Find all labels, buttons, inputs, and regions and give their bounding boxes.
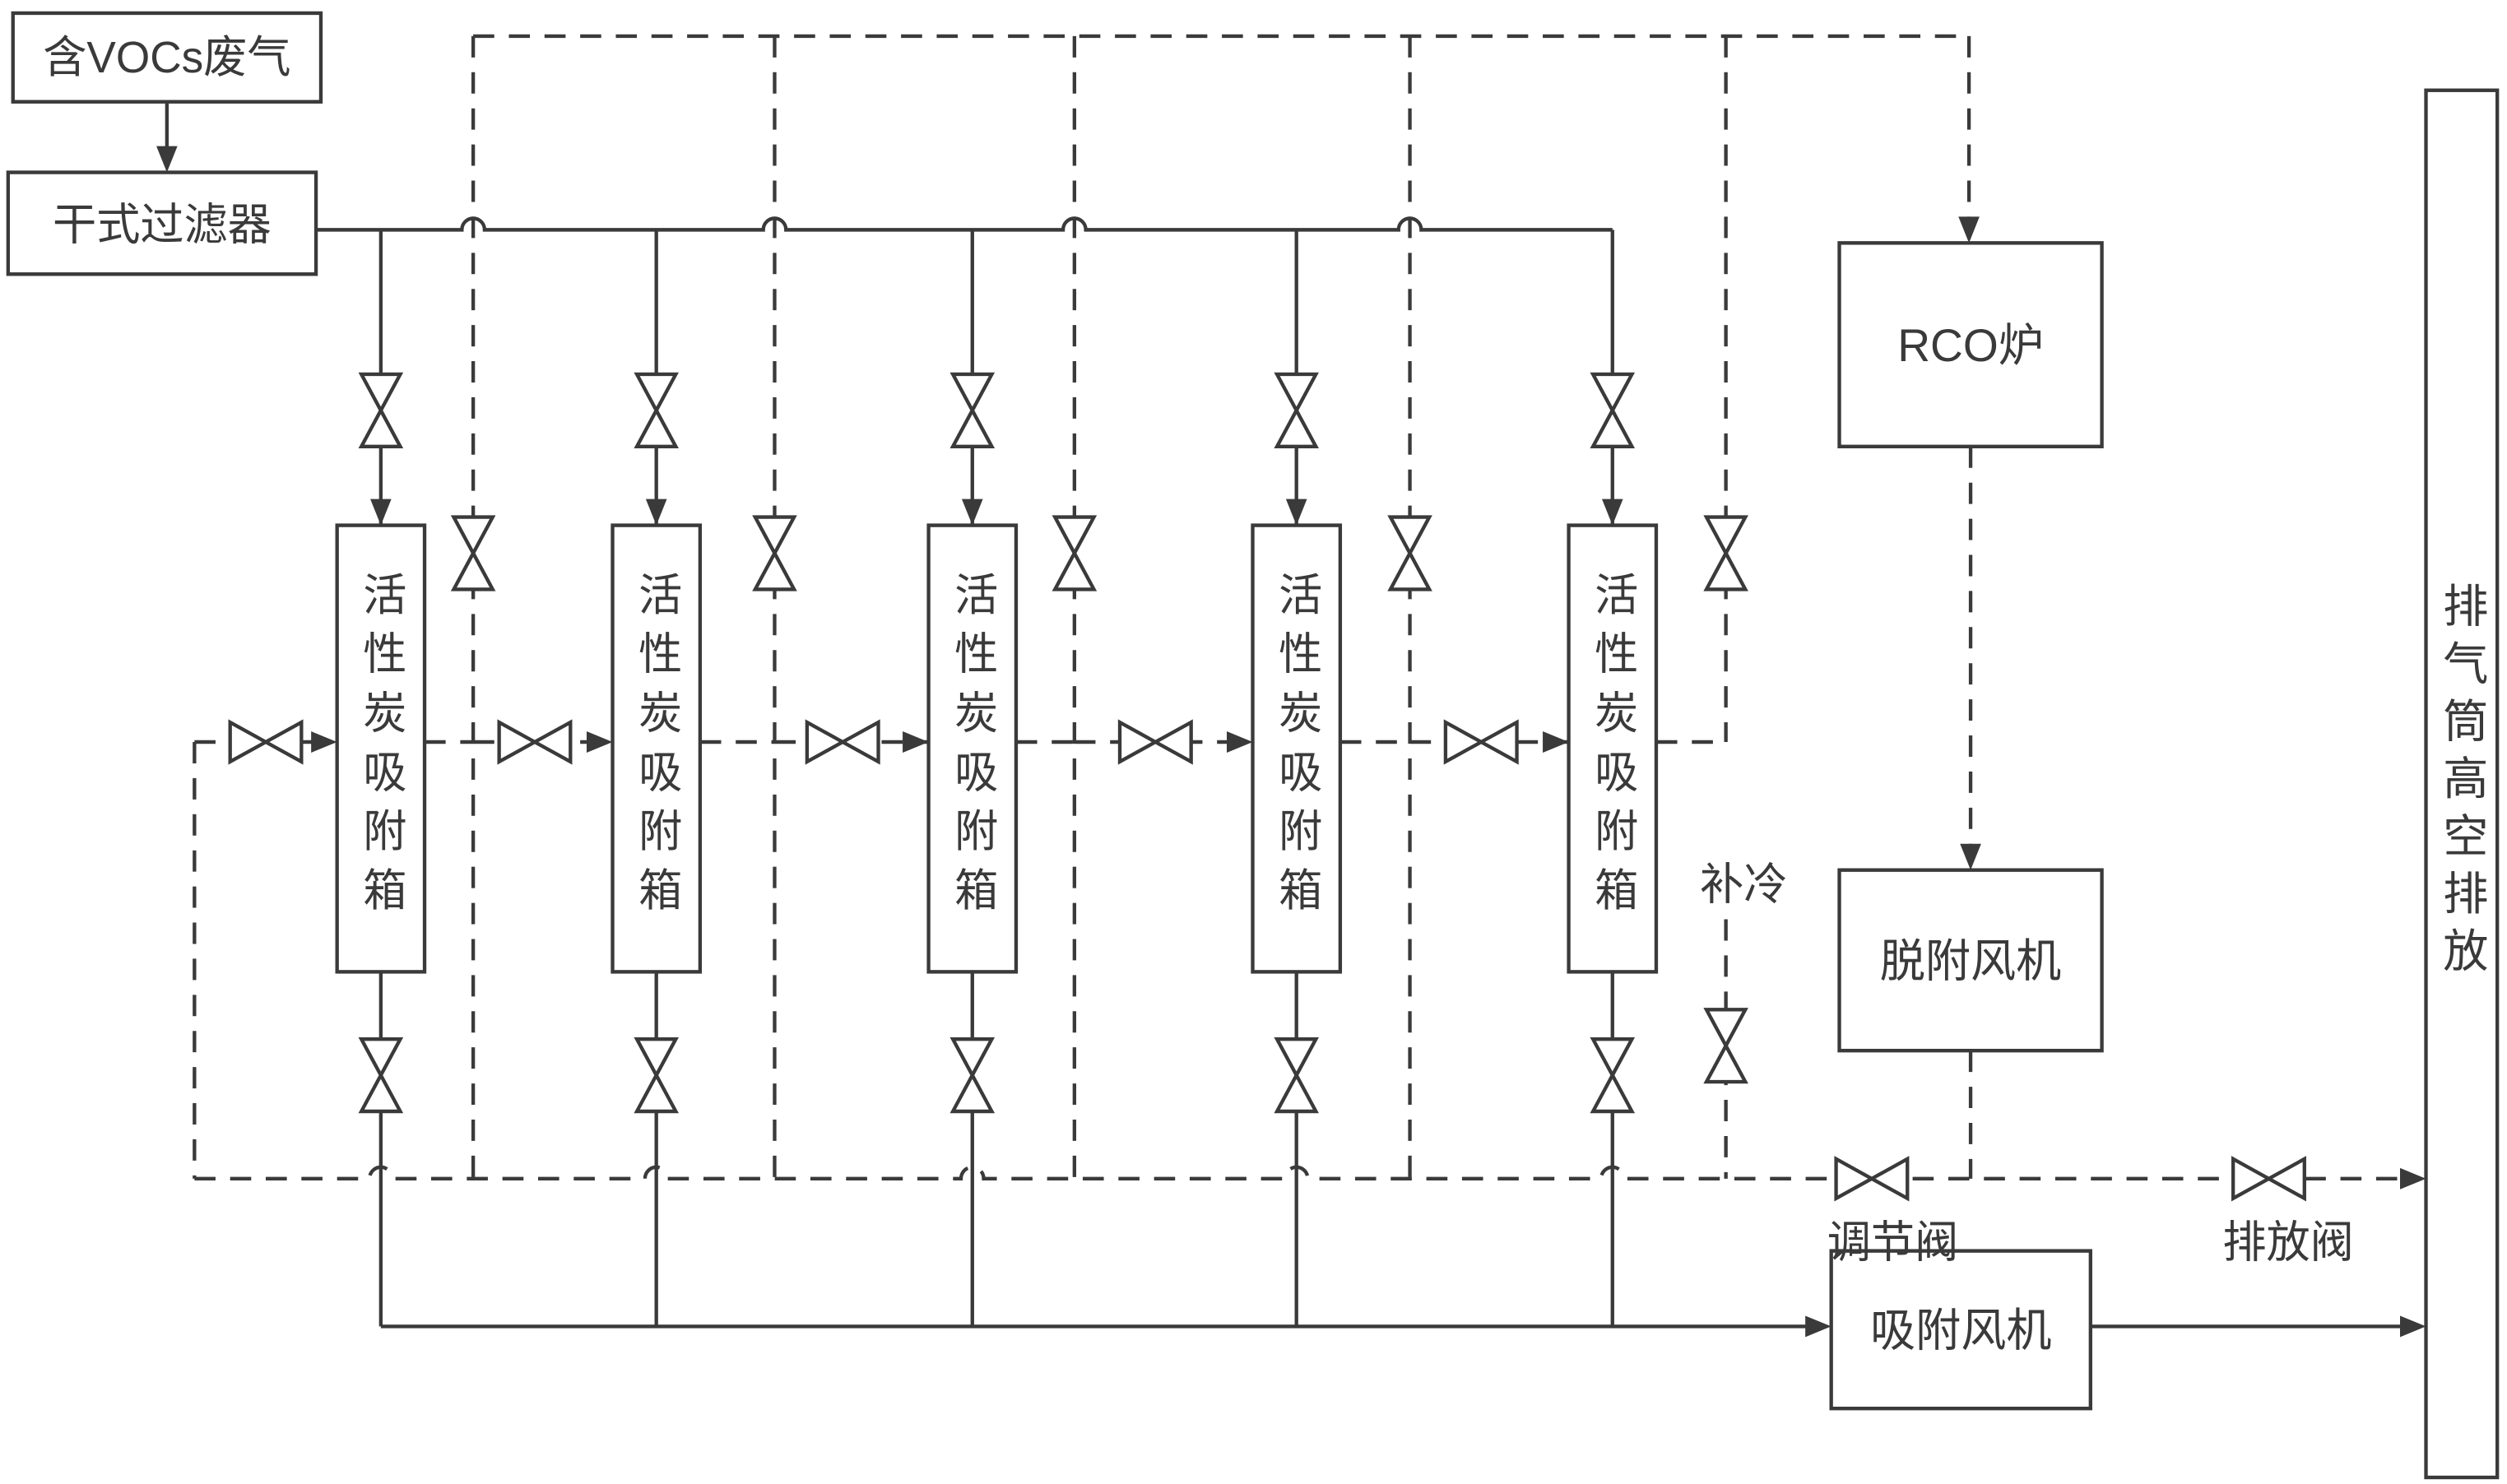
desorption-fan-node: 脱附风机 xyxy=(1837,868,2104,1053)
cooling-air-label: 补冷 xyxy=(1700,860,1787,909)
adsorption-fan-node: 吸附风机 xyxy=(1829,1249,2092,1411)
adsorber-3-desorption-valve xyxy=(807,722,879,762)
adsorber-3-label: 活性炭吸附箱 xyxy=(948,571,996,925)
adsorption-fan-inlet-arrow xyxy=(1805,1315,1832,1338)
adsorber-4-box xyxy=(1251,523,1343,974)
rco-inlet-arrow xyxy=(1958,216,1980,243)
discharge-valve-label: 排放阀 xyxy=(2222,1218,2354,1267)
adsorber-3-desorption-arrow xyxy=(903,731,929,753)
rco-furnace-label: RCO炉 xyxy=(1897,320,2044,371)
exhaust-stack-label: 排气筒高空排放 xyxy=(2436,582,2487,984)
adsorber-3-box xyxy=(926,523,1019,974)
adsorber-3-inlet-arrow xyxy=(961,499,983,526)
dry-filter-node: 干式过滤器 xyxy=(6,170,318,276)
adsorber-2-desorption-valve xyxy=(499,722,571,762)
desorption-bottom-header-pipe xyxy=(194,1165,2402,1181)
discharge-valve xyxy=(2233,1159,2305,1199)
waste-gas-label: 含VOCs废气 xyxy=(43,33,290,81)
adsorber-3-inlet-valve xyxy=(953,374,991,447)
adsorber-node-3: 活性炭吸附箱 xyxy=(926,523,1019,974)
desorption-fan-inlet-arrow xyxy=(1960,843,1981,870)
adsorber-5-desorption-valve xyxy=(1446,722,1517,762)
regulating-valve-label: 调节阀 xyxy=(1827,1218,1959,1267)
riser-2-valve xyxy=(755,517,794,590)
adsorber-4-inlet-arrow xyxy=(1285,499,1307,526)
waste-gas-flow-arrow xyxy=(156,146,178,173)
adsorption-fan-box xyxy=(1829,1249,2092,1411)
adsorber-1-inlet-valve xyxy=(361,374,400,447)
adsorber-5-desorption-arrow xyxy=(1543,731,1569,753)
adsorber-2-outlet-valve xyxy=(637,1039,675,1111)
adsorber-3-outlet-valve xyxy=(953,1039,991,1111)
adsorber-outlet-collector-pipes xyxy=(378,972,1808,1329)
adsorber-5-label: 活性炭吸附箱 xyxy=(1588,571,1637,925)
waste-gas-node: 含VOCs废气 xyxy=(11,11,323,104)
desorption-fan-label: 脱附风机 xyxy=(1880,935,2062,986)
dry-filter-label: 干式过滤器 xyxy=(53,201,272,249)
adsorber-4-label: 活性炭吸附箱 xyxy=(1272,571,1321,925)
dry-filter-box xyxy=(6,170,318,276)
adsorber-5-outlet-valve xyxy=(1593,1039,1632,1111)
cooling-air-valve xyxy=(1706,1009,1745,1082)
adsorber-4-outlet-valve xyxy=(1277,1039,1316,1111)
riser-4-valve xyxy=(1390,517,1429,590)
adsorber-1-desorption-valve xyxy=(230,722,302,762)
adsorber-node-4: 活性炭吸附箱 xyxy=(1251,523,1343,974)
adsorber-2-desorption-arrow xyxy=(587,731,613,753)
adsorber-5-box xyxy=(1567,523,1659,974)
adsorber-1-box xyxy=(335,523,427,974)
adsorber-inlet-drop-pipes xyxy=(378,230,1614,526)
adsorber-2-inlet-valve xyxy=(637,374,675,447)
adsorber-1-label: 活性炭吸附箱 xyxy=(357,571,406,925)
stack-inlet-arrow-discharge xyxy=(2400,1167,2426,1190)
adsorber-node-2: 活性炭吸附箱 xyxy=(611,523,703,974)
adsorber-2-inlet-arrow xyxy=(645,499,667,526)
riser-1-valve xyxy=(453,517,492,590)
exhaust-stack-node: 排气筒高空排放 xyxy=(2424,88,2500,1480)
adsorber-4-inlet-valve xyxy=(1277,374,1316,447)
adsorber-node-5: 活性炭吸附箱 xyxy=(1567,523,1659,974)
adsorber-5-inlet-arrow xyxy=(1601,499,1623,526)
adsorption-fan-label: 吸附风机 xyxy=(1870,1305,2052,1356)
riser-5-valve xyxy=(1706,517,1745,590)
exhaust-stack-box xyxy=(2424,88,2500,1480)
rco-furnace-node: RCO炉 xyxy=(1837,241,2104,448)
waste-gas-box xyxy=(11,11,323,104)
adsorber-1-outlet-valve xyxy=(361,1039,400,1111)
riser-3-valve xyxy=(1055,517,1093,590)
adsorber-5-inlet-valve xyxy=(1593,374,1632,447)
rco-furnace-box xyxy=(1837,241,2104,448)
desorption-fan-box xyxy=(1837,868,2104,1053)
adsorber-2-box xyxy=(611,523,703,974)
adsorber-4-desorption-arrow xyxy=(1227,731,1253,753)
regulating-valve xyxy=(1836,1159,1908,1199)
adsorber-1-desorption-arrow xyxy=(311,731,337,753)
adsorption-inlet-header-pipe xyxy=(316,216,1613,232)
adsorber-2-label: 活性炭吸附箱 xyxy=(632,571,680,925)
adsorber-4-desorption-valve xyxy=(1120,722,1191,762)
adsorber-node-1: 活性炭吸附箱 xyxy=(335,523,427,974)
desorption-return-header-pipe xyxy=(473,34,1971,219)
stack-inlet-arrow-bottom xyxy=(2400,1315,2426,1338)
adsorber-1-inlet-arrow xyxy=(370,499,392,526)
